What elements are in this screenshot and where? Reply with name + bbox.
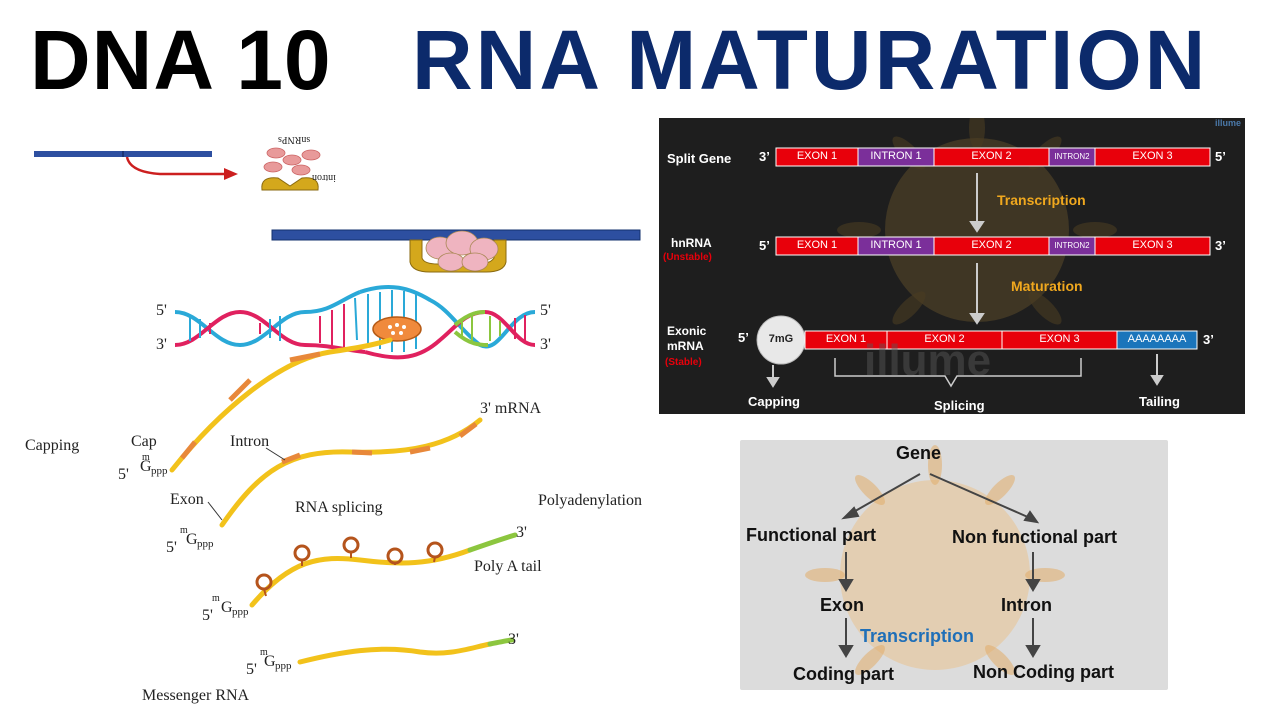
mature-messenger-rna <box>297 637 515 665</box>
exonic-label: Exonic <box>667 324 707 338</box>
gene-label: Gene <box>896 443 942 463</box>
nascent-transcript <box>169 337 393 473</box>
rna-splicing-label: RNA splicing <box>295 499 383 516</box>
split-exon1: EXON 1 <box>796 150 838 162</box>
exon-label: Exon <box>170 491 204 508</box>
splicing-bracket <box>834 358 1082 388</box>
mrna-exon1: EXON 1 <box>825 333 867 345</box>
hnrna-label: hnRNA <box>671 236 712 250</box>
intron-label: Intron <box>1001 595 1052 615</box>
cap-ppp-3: ppp <box>232 606 249 618</box>
capping-label: Capping <box>25 437 80 454</box>
transcription-label: Transcription <box>997 192 1086 208</box>
hnrna-row <box>775 236 1211 256</box>
spliceosome-icon <box>425 230 499 272</box>
cap-m-1: m <box>142 452 150 463</box>
dna-five-prime-left: 5' <box>156 302 167 319</box>
split-gene-diagram <box>756 118 1211 388</box>
coding-part-label: Coding part <box>793 664 894 684</box>
cap-g-1: G <box>140 458 152 475</box>
hnrna-exon2: EXON 2 <box>971 239 1012 251</box>
splicing-step: Splicing <box>934 398 985 413</box>
capping-step: Capping <box>748 394 800 409</box>
non-functional-part-label: Non functional part <box>952 527 1117 547</box>
hnrna-intron1: INTRON 1 <box>870 239 922 251</box>
cap-ppp-2: ppp <box>197 538 214 550</box>
split-gene-row <box>775 147 1211 167</box>
mrna-exon3: EXON 3 <box>1039 333 1080 345</box>
cap-five-prime-3: 5' <box>202 607 213 624</box>
intron-label: Intron <box>230 433 270 450</box>
messenger-rna-label: Messenger RNA <box>142 687 250 704</box>
functional-part-label: Functional part <box>746 525 876 545</box>
red-arrow <box>125 156 226 176</box>
hnrna-five-prime: 5’ <box>759 238 770 253</box>
non-coding-part-label: Non Coding part <box>973 662 1114 682</box>
cap-five-prime-1: 5' <box>118 466 129 483</box>
mrna-three-prime: 3’ <box>1203 332 1214 347</box>
hnrna-exon3: EXON 3 <box>1132 239 1173 251</box>
exon-label: Exon <box>820 595 865 615</box>
capped-pre-mrna <box>207 417 483 528</box>
dna-three-prime-left: 3' <box>156 336 167 353</box>
cap-five-prime-4: 5' <box>246 661 257 678</box>
snrnp-particles-icon <box>263 147 321 176</box>
three-prime-label-1: 3' <box>516 524 527 541</box>
mrna-five-prime: 5’ <box>738 330 749 345</box>
cap-7mg: 7mG <box>768 333 794 345</box>
maturation-label: Maturation <box>1011 278 1083 294</box>
cap-five-prime-2: 5' <box>166 539 177 556</box>
cap-label: Cap <box>131 433 157 450</box>
gene-flow-diagram <box>805 445 1065 675</box>
rna-processing-diagram <box>34 147 641 665</box>
cap-ppp-4: ppp <box>275 660 292 672</box>
snrnps-label: snRNPs <box>278 134 311 145</box>
title-dna-10: DNA 10 <box>30 13 332 107</box>
cap-m-3: m <box>212 593 220 604</box>
three-prime-label-2: 3' <box>508 631 519 648</box>
hnrna-exon1: EXON 1 <box>796 239 838 251</box>
three-prime-mrna-label: 3' mRNA <box>480 400 542 417</box>
split-intron2: INTRON2 <box>1054 152 1090 161</box>
title-rna-maturation: RNA MATURATION <box>412 13 1209 107</box>
exonic-mrna-row <box>756 315 1198 365</box>
cap-ppp-1: ppp <box>151 465 168 477</box>
polyadenylation-label: Polyadenylation <box>538 492 642 509</box>
hnrna-unstable: (Unstable) <box>663 252 712 263</box>
cap-g-2: G <box>186 531 198 548</box>
illume-watermark-small: illume <box>1214 118 1241 128</box>
cap-m-4: m <box>260 647 268 658</box>
cap-m-2: m <box>180 525 188 536</box>
poly-a-tail-label: Poly A tail <box>474 558 542 575</box>
dna-double-helix <box>174 284 536 360</box>
hnrna-three-prime: 3’ <box>1215 238 1226 253</box>
rna-polymerase-icon <box>372 316 422 342</box>
spliced-mrna <box>249 532 518 608</box>
dna-three-prime-right: 3' <box>540 336 551 353</box>
split-gene-five-prime: 5’ <box>1215 149 1226 164</box>
mrna-stable: (Stable) <box>665 357 702 368</box>
split-exon3: EXON 3 <box>1132 150 1173 162</box>
split-gene-three-prime: 3’ <box>759 149 770 164</box>
illume-watermark-large: illume <box>864 336 992 385</box>
mrna-label: mRNA <box>667 339 704 353</box>
split-exon2: EXON 2 <box>971 150 1012 162</box>
cap-g-3: G <box>221 599 233 616</box>
hnrna-intron2: INTRON2 <box>1054 241 1090 250</box>
intron-mini-label: intron <box>312 172 336 183</box>
split-gene-panel: illume illume Split Gene 3’ 5’ EXON 1 IN… <box>659 118 1245 414</box>
transcription-label: Transcription <box>860 626 975 646</box>
intron-lariat-icon <box>261 177 319 191</box>
poly-a-tail: AAAAAAAA <box>1127 333 1187 345</box>
split-gene-label: Split Gene <box>667 151 732 166</box>
tailing-step: Tailing <box>1139 394 1180 409</box>
spliceosome-assembly <box>34 147 641 273</box>
gene-parts-panel: Gene Functional part Non functional part… <box>740 440 1168 690</box>
dna-five-prime-right: 5' <box>540 302 551 319</box>
mrna-exon2: EXON 2 <box>924 333 965 345</box>
cap-g-4: G <box>264 653 276 670</box>
split-intron1: INTRON 1 <box>870 150 922 162</box>
